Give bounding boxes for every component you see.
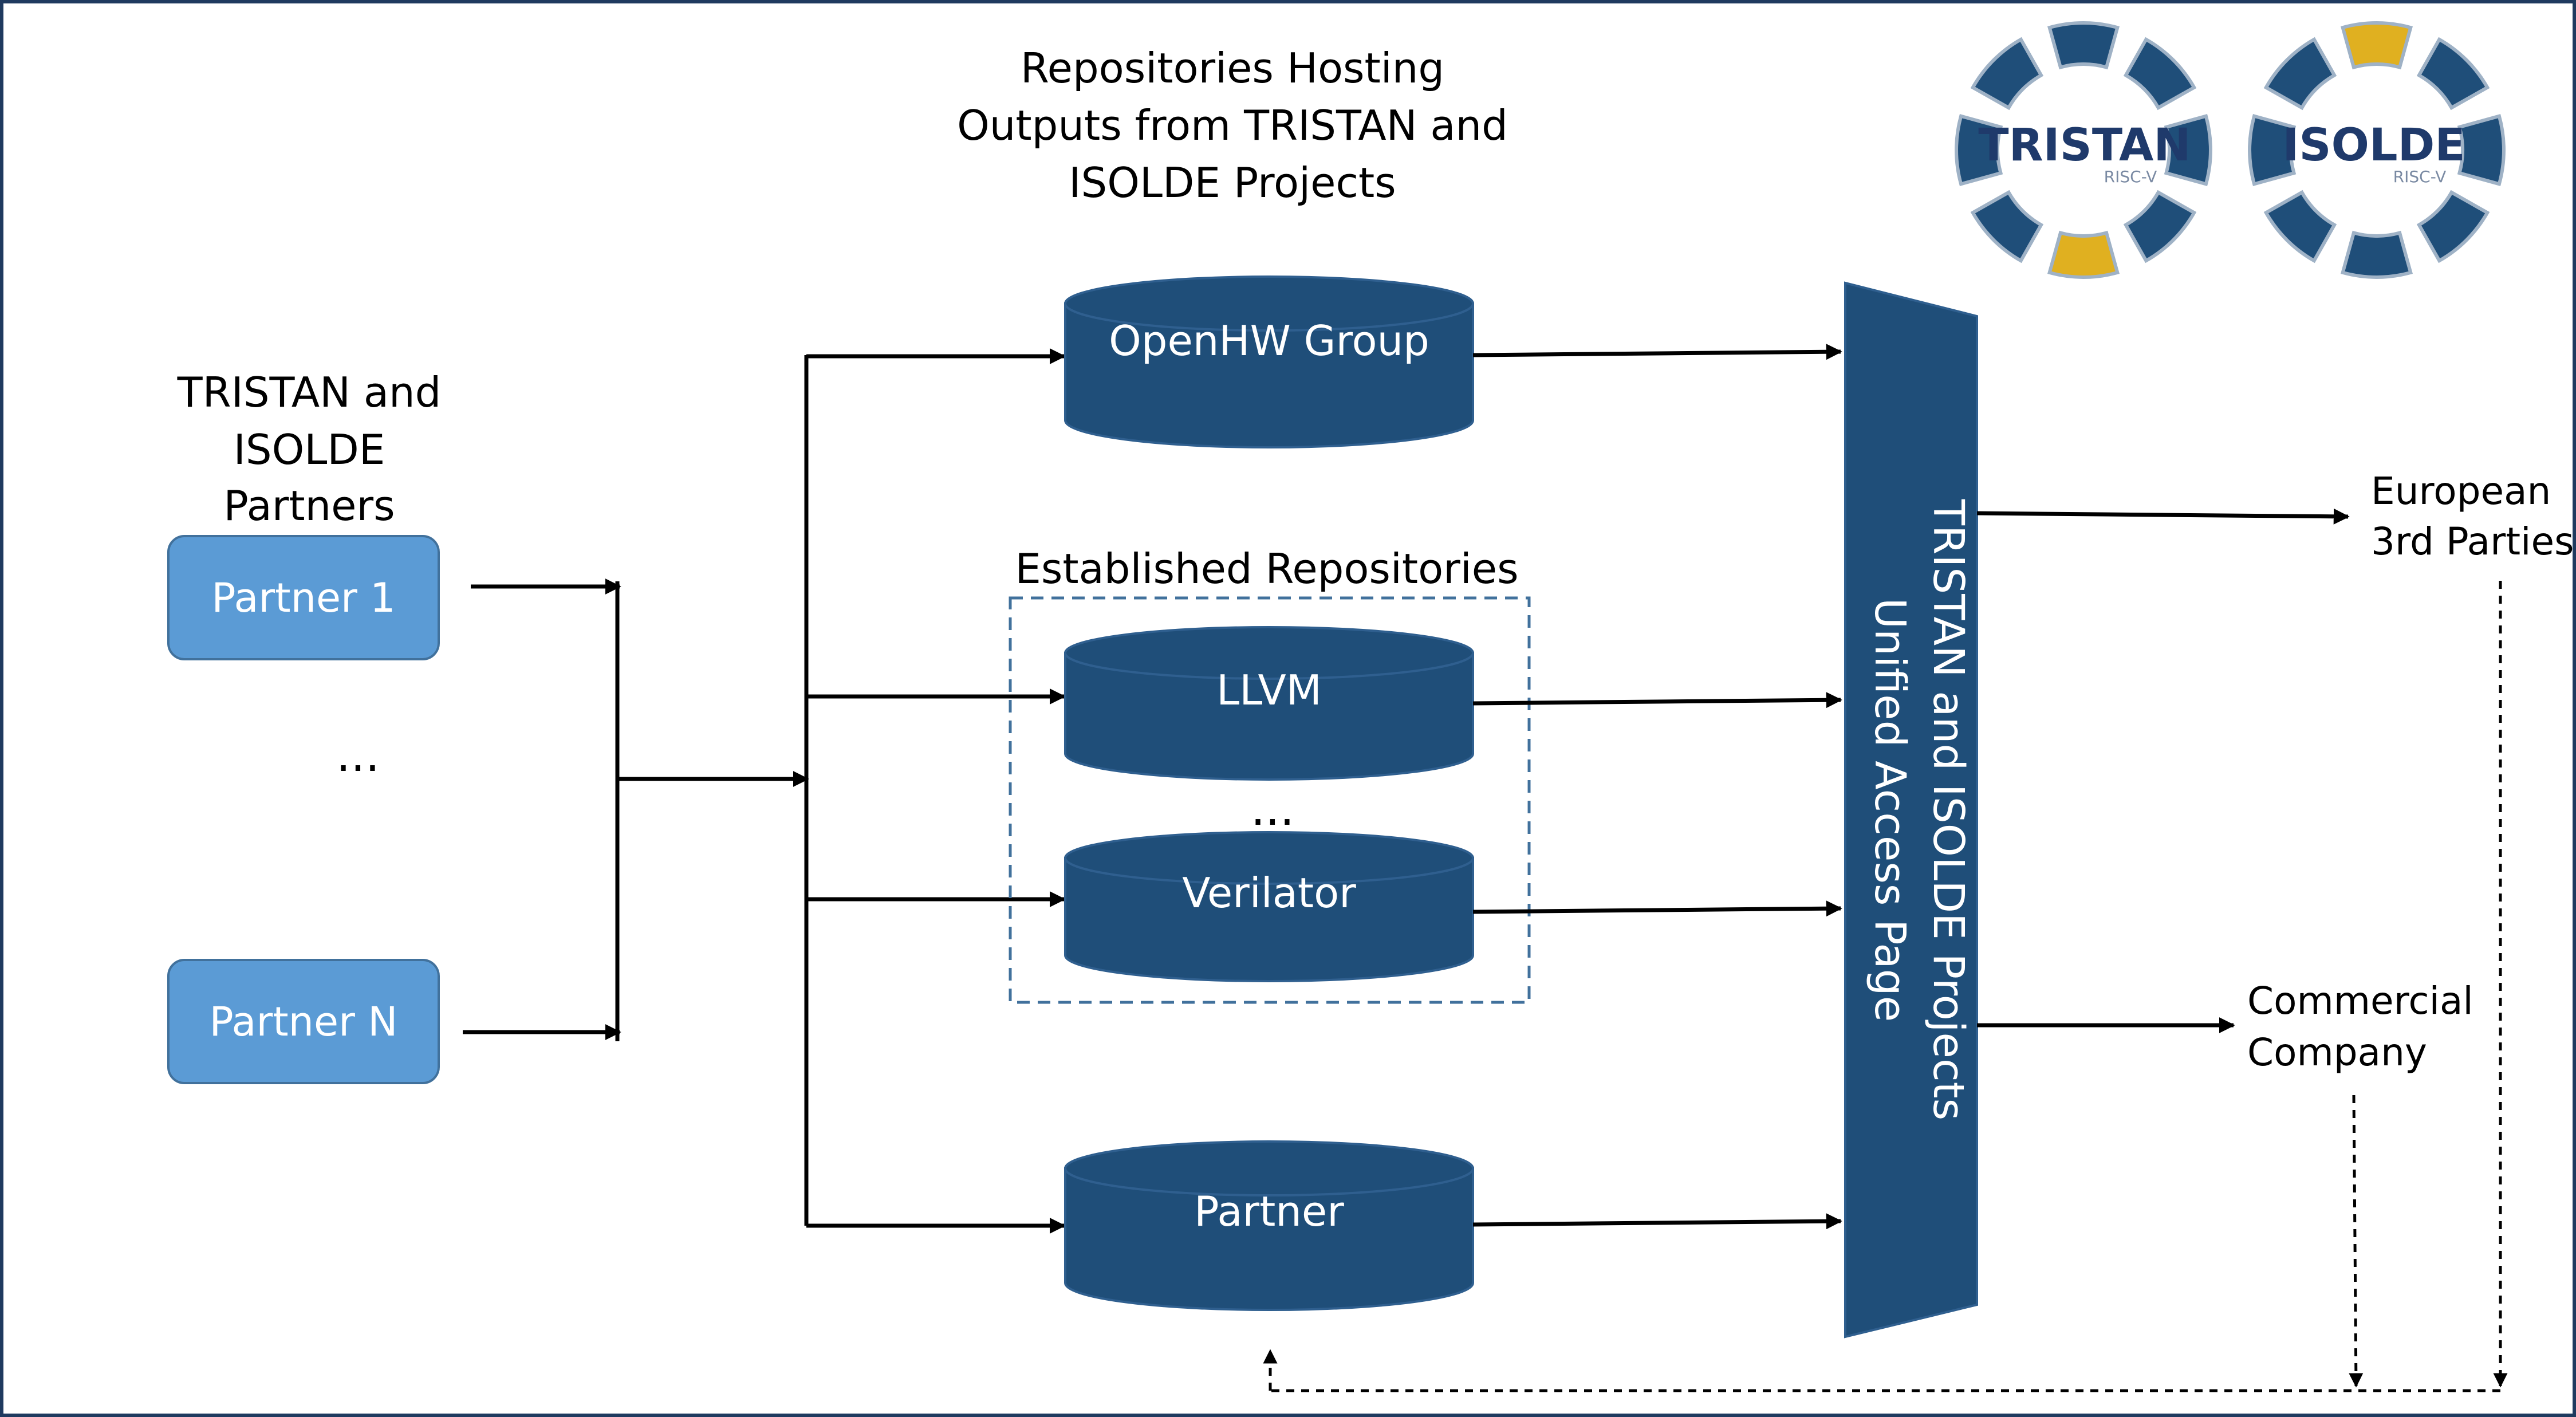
repo-ellipsis: ... <box>1251 782 1294 836</box>
repo-verilator-label: Verilator <box>1182 869 1356 917</box>
arrow-partner-access <box>1472 1213 1842 1230</box>
logo-ring-segment <box>1955 114 2003 186</box>
unified-access-page <box>1844 281 1978 1339</box>
access-page-line1: TRISTAN and ISOLDE Projects <box>1924 499 1973 1120</box>
established-repos-group <box>1009 596 1531 1004</box>
logo-ring-segment <box>2123 190 2197 263</box>
repo-openhw-label: OpenHW Group <box>1109 317 1429 365</box>
european-line2: 3rd Parties <box>2371 519 2574 564</box>
partner-1-box <box>167 535 440 660</box>
feedback-commercial-down <box>2349 1095 2364 1388</box>
hosting-heading-line2: Outputs from TRISTAN and <box>957 101 1508 149</box>
established-heading: Established Repositories <box>1015 545 1518 593</box>
logo-ring-segment <box>2341 230 2413 279</box>
hosting-heading-line3: ISOLDE Projects <box>1069 159 1396 207</box>
isolde-logo-text: ISOLDE <box>2282 120 2465 171</box>
partner-n-label: Partner N <box>209 998 397 1045</box>
tristan-logo-text: TRISTAN <box>1978 120 2191 171</box>
arrow-openhw-access <box>1472 344 1842 360</box>
logo-ring-segment <box>2248 114 2297 186</box>
isolde-logo <box>2245 18 2508 282</box>
partners-heading-line2: ISOLDE <box>234 426 385 474</box>
partners-heading-line3: Partners <box>223 482 395 530</box>
repo-llvm-label: LLVM <box>1216 666 1322 714</box>
logo-ring-segment <box>1970 37 2044 111</box>
repo-openhw: OpenHW Group <box>1064 275 1474 448</box>
arrow-llvm-access <box>1472 692 1842 708</box>
arrow-access-european <box>1976 508 2350 525</box>
logo-ring-segment <box>2047 21 2120 70</box>
repo-verilator: Verilator <box>1064 831 1474 982</box>
repo-partner-label: Partner <box>1194 1187 1344 1235</box>
partner-ellipsis: ... <box>336 729 380 782</box>
logo-ring-segment <box>2457 114 2506 186</box>
logo-ring-segment <box>2263 190 2337 263</box>
logo-ring-segment <box>2047 230 2120 279</box>
repo-partner: Partner <box>1064 1140 1474 1311</box>
logo-ring-segment <box>2164 114 2212 186</box>
hosting-heading-line1: Repositories Hosting <box>1021 44 1444 92</box>
european-line1: European <box>2371 469 2551 513</box>
partner-n-box <box>167 959 440 1084</box>
logo-ring-segment <box>2341 21 2413 70</box>
access-page-line2: Unified Access Page <box>1865 598 1915 1022</box>
logo-ring-segment <box>2416 190 2490 263</box>
logo-ring-segment <box>2263 37 2337 111</box>
arrow-verilator-access <box>1472 900 1842 917</box>
tristan-logo-sub: RISC-V <box>2104 167 2157 186</box>
tristan-logo <box>1952 18 2215 282</box>
partner-1-label: Partner 1 <box>211 574 395 621</box>
partners-heading-line1: TRISTAN and <box>177 368 442 416</box>
logo-ring-segment <box>2416 37 2490 111</box>
logo-ring-segment <box>1970 190 2044 263</box>
commercial-line2: Company <box>2247 1030 2427 1074</box>
isolde-logo-sub: RISC-V <box>2393 167 2447 186</box>
repo-llvm: LLVM <box>1064 626 1474 781</box>
commercial-line1: Commercial <box>2247 979 2473 1023</box>
logo-ring-segment <box>2123 37 2197 111</box>
